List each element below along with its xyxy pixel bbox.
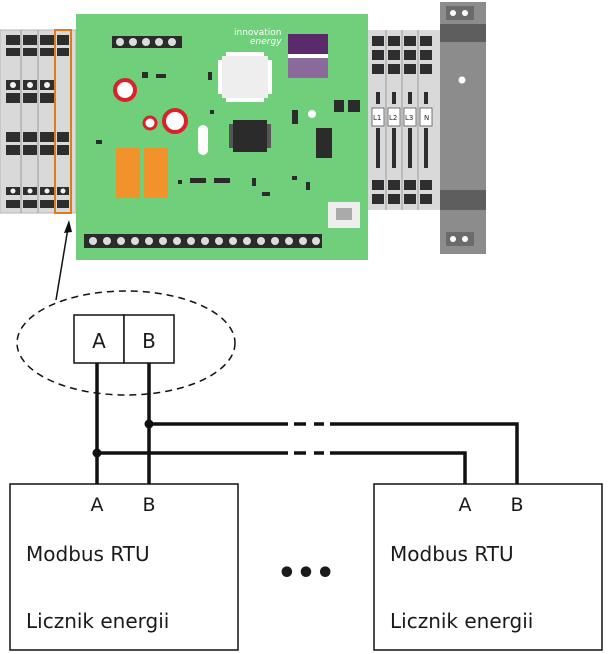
connector-highlight-ellipse — [16, 290, 236, 396]
meter1-pin-a: A — [91, 494, 104, 516]
bus-wiring — [95, 363, 519, 484]
capacitor-2 — [142, 115, 158, 131]
brand-logo-line1: innovation — [234, 28, 282, 38]
meter2-protocol: Modbus RTU — [390, 542, 514, 566]
processor-chip — [229, 120, 271, 152]
meter2-type: Licznik energii — [390, 609, 533, 633]
meter1-type: Licznik energii — [26, 609, 169, 633]
more-devices-ellipsis: ••• — [277, 556, 335, 591]
sd-card — [288, 34, 328, 78]
connector-pin-b: B — [142, 329, 156, 353]
meter2-pin-b: B — [510, 494, 523, 516]
relay-1 — [116, 148, 140, 198]
junction-b — [144, 419, 154, 429]
connector-pin-a: A — [92, 329, 106, 353]
ab-connector: A B — [73, 314, 175, 364]
phase-label-l2: L2 — [389, 114, 397, 122]
meter2-pin-a: A — [459, 494, 472, 516]
phase-label-l3: L3 — [405, 114, 413, 122]
pointer-arrow — [55, 220, 72, 301]
capacitor-3 — [162, 108, 188, 134]
controller-board: innovation energy — [76, 14, 368, 260]
left-terminal-strip — [0, 29, 77, 214]
energy-meter-1: A B Modbus RTU Licznik energii — [9, 483, 239, 651]
brand-logo-line2: energy — [250, 37, 282, 47]
meter1-protocol: Modbus RTU — [26, 542, 150, 566]
capacitor-1 — [113, 78, 137, 102]
crystal — [198, 125, 208, 155]
relay-2 — [144, 148, 168, 198]
wire-a-bus-right — [330, 451, 467, 484]
phase-label-l1: L1 — [373, 114, 381, 122]
right-terminal-strip: L1 L2 L3 N — [368, 30, 440, 210]
mcu-chip — [218, 52, 272, 102]
junction-a — [92, 448, 102, 458]
meter1-pin-b: B — [142, 494, 155, 516]
din-module — [440, 2, 486, 254]
phase-label-n: N — [424, 114, 429, 122]
highlighted-terminal — [54, 29, 72, 214]
energy-meter-2: A B Modbus RTU Licznik energii — [373, 483, 603, 651]
wire-b-bus-right — [330, 422, 519, 484]
